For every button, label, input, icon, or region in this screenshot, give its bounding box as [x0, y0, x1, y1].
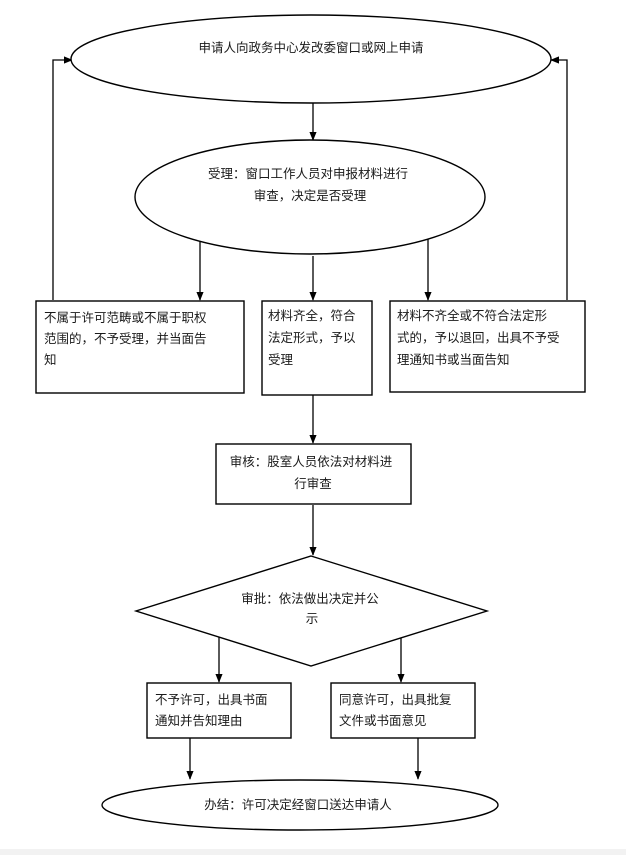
- grant-box: [330, 682, 476, 739]
- materials-ok-box: [261, 300, 373, 396]
- node-apply: 申请人向政务中心发改委窗口或网上申请: [70, 14, 552, 104]
- deny-box: [146, 682, 292, 739]
- apply-label: 申请人向政务中心发改委窗口或网上申请: [198, 40, 423, 55]
- node-reject-scope: 不属于许可范畴或不属于职权 范围的，不予受理，并当面告 知: [35, 300, 245, 394]
- materials-bad-label: 材料不齐全或不符合法定形 式的，予以退回，出具不予受 理通知书或当面告知: [397, 308, 564, 367]
- review-label: 审核：股室人员依法对材料进 行审查: [230, 454, 397, 491]
- approve-diamond: [133, 555, 490, 667]
- materials-bad-box: [389, 300, 586, 393]
- materials-ok-label: 材料齐全，符合 法定形式，予以 受理: [268, 308, 360, 367]
- deny-label: 不予许可，出具书面 通知并告知理由: [155, 692, 272, 728]
- node-review: 审核：股室人员依法对材料进 行审查: [215, 443, 412, 505]
- accept-label: 受理：窗口工作人员对申报材料进行 审查，决定是否受理: [208, 166, 412, 203]
- node-accept: 受理：窗口工作人员对申报材料进行 审查，决定是否受理: [134, 139, 486, 255]
- apply-ellipse: [70, 14, 552, 104]
- finish-ellipse: [101, 779, 499, 831]
- bottom-scrollbar-strip: [0, 849, 626, 855]
- review-box: [215, 443, 412, 505]
- edge-reject-scope-to-apply: [52, 56, 73, 300]
- approve-label: 审批：依法做出决定并公 示: [241, 591, 383, 626]
- node-grant: 同意许可，出具批复 文件或书面意见: [330, 682, 476, 739]
- edge-materials-bad-to-apply: [550, 56, 568, 300]
- reject-scope-label: 不属于许可范畴或不属于职权 范围的，不予受理，并当面告 知: [44, 310, 211, 367]
- edges: [52, 56, 568, 780]
- node-finish: 办结：许可决定经窗口送达申请人: [101, 779, 499, 831]
- reject-scope-box: [35, 300, 245, 394]
- finish-label: 办结：许可决定经窗口送达申请人: [204, 797, 392, 812]
- node-deny: 不予许可，出具书面 通知并告知理由: [146, 682, 292, 739]
- node-materials-ok: 材料齐全，符合 法定形式，予以 受理: [261, 300, 373, 396]
- node-materials-bad: 材料不齐全或不符合法定形 式的，予以退回，出具不予受 理通知书或当面告知: [389, 300, 586, 393]
- grant-label: 同意许可，出具批复 文件或书面意见: [339, 692, 456, 728]
- node-approve: 审批：依法做出决定并公 示: [133, 555, 490, 667]
- accept-ellipse: [134, 139, 486, 255]
